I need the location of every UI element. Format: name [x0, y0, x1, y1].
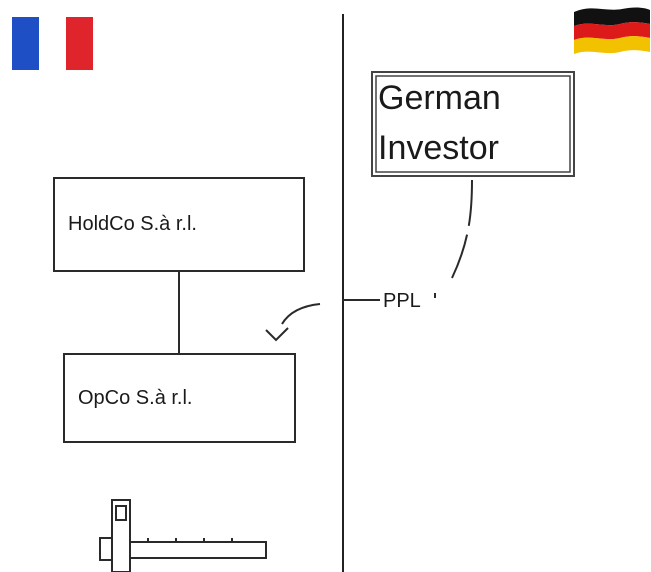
ppl-label: PPL [383, 290, 421, 312]
loan-arrowhead [265, 327, 289, 342]
investor-label-line1: German [378, 79, 501, 117]
germany-flag-icon [574, 7, 650, 54]
holdco-box[interactable]: HoldCo S.à r.l. [53, 177, 305, 272]
loan-arrow-upper [451, 179, 473, 279]
barrier-gate-icon [99, 499, 267, 572]
holdco-label: HoldCo S.à r.l. [68, 213, 197, 235]
investor-label-line2: Investor [378, 129, 499, 167]
france-flag-icon [12, 17, 93, 70]
german-investor-box[interactable]: German Investor [371, 71, 575, 177]
loan-arrow-lower [281, 299, 380, 325]
opco-label: OpCo S.à r.l. [78, 387, 193, 409]
opco-box[interactable]: OpCo S.à r.l. [63, 353, 296, 443]
